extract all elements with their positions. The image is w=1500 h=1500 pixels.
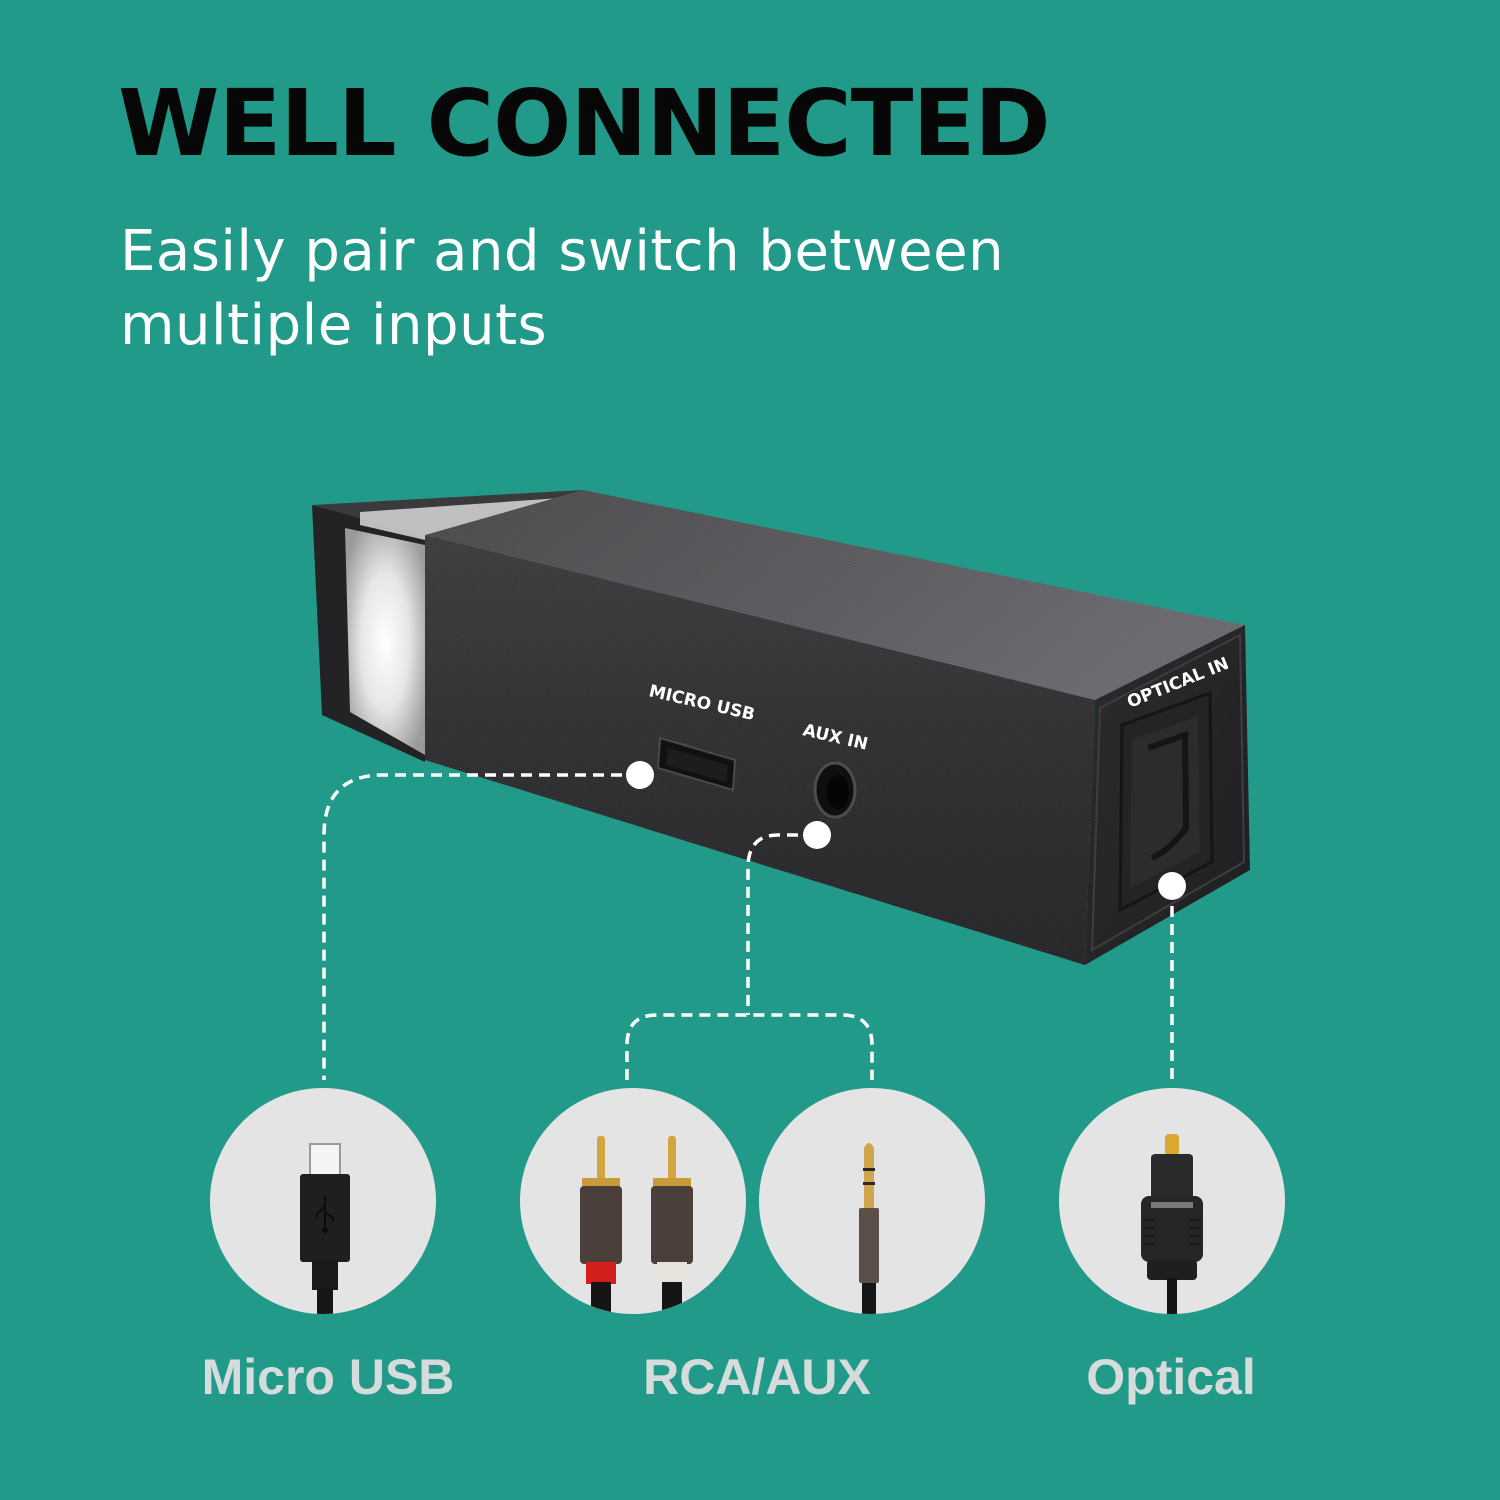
connector-dot-optical <box>1158 872 1186 900</box>
cable-label-rca-aux: RCA/AUX <box>643 1349 871 1405</box>
cable-circle-optical <box>1059 1088 1285 1314</box>
cable-circle-aux <box>759 1088 985 1314</box>
cable-circle-micro-usb <box>210 1088 436 1314</box>
rca-cable-icon <box>580 1136 693 1314</box>
micro-usb-port-icon <box>656 736 737 792</box>
page-subtitle: Easily pair and switch between multiple … <box>120 215 1120 363</box>
connector-dot-micro-usb <box>626 761 654 789</box>
connector-aux <box>746 833 816 1015</box>
cable-label-micro-usb: Micro USB <box>201 1349 455 1405</box>
headphone-jack-port-icon <box>813 761 857 819</box>
aux-3.5mm-cable-icon <box>859 1143 879 1314</box>
connector-dot-aux <box>803 821 831 849</box>
micro-usb-cable-icon <box>300 1143 350 1314</box>
subtitle-line-2: multiple inputs <box>120 293 548 358</box>
cable-circle-rca <box>520 1088 746 1314</box>
connector-micro-usb <box>322 773 640 1080</box>
cable-label-optical: Optical <box>1086 1349 1256 1405</box>
toslink-port-icon <box>1118 690 1214 913</box>
connector-rca-aux-branch <box>625 1013 874 1080</box>
page-title: WELL CONNECTED <box>118 70 1051 177</box>
connector-lines <box>322 773 1174 1085</box>
subtitle-line-1: Easily pair and switch between <box>120 219 1005 284</box>
optical-toslink-cable-icon <box>1141 1134 1203 1314</box>
